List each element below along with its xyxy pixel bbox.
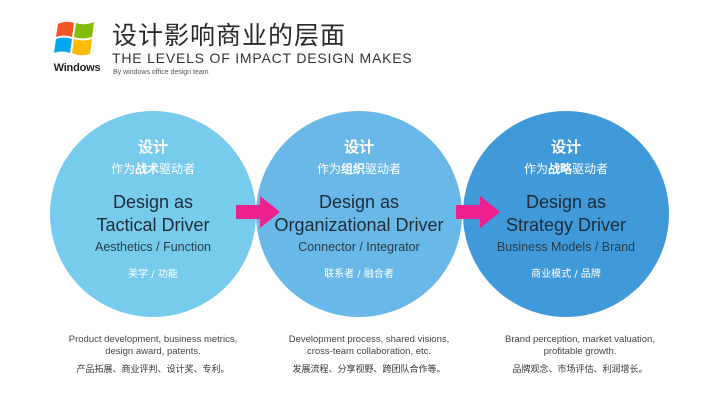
role-prefix: 作为	[316, 162, 341, 176]
description-cn: 发展流程、分享视野、跨团队合作等。	[292, 365, 446, 375]
circle-role: 作为组织驱动者	[256, 160, 462, 177]
circle-subtitle-cn: 联系者 / 融合者	[324, 269, 394, 280]
description-cn: 产品拓展、商业评判、设计奖、专利。	[76, 365, 230, 375]
circle-heading: Design as Organizational Driver	[274, 192, 444, 235]
description-en: Brand perception, market valuation, prof…	[505, 334, 655, 357]
circle-subtitle: Aesthetics / Function	[94, 240, 212, 254]
page-subtitle: THE LEVELS OF IMPACT DESIGN MAKES	[112, 50, 413, 66]
right-arrow-icon	[456, 196, 500, 228]
circle-subtitle-cn: 美学 / 功能	[128, 269, 178, 280]
role-keyword: 战术	[134, 162, 159, 176]
tactical-driver-circle: 设计 作为战术驱动者 Design as Tactical Driver Aes…	[50, 111, 256, 317]
circle-subtitle: Connector / Integrator	[298, 240, 420, 254]
circle-title: 设计	[550, 138, 581, 156]
role-prefix: 作为	[110, 162, 135, 176]
role-suffix: 驱动者	[365, 162, 402, 176]
circle-subtitle: Business Models / Brand	[496, 240, 636, 254]
right-arrow-icon	[236, 196, 280, 228]
organizational-driver-circle: 设计 作为组织驱动者 Design as Organizational Driv…	[256, 111, 462, 317]
circle-heading: Design as Strategy Driver	[505, 192, 627, 235]
circle-heading: Design as Tactical Driver	[96, 192, 210, 235]
circle-role: 作为战术驱动者	[50, 160, 256, 177]
description-en: Development process, shared visions, cro…	[288, 334, 450, 357]
description-cn: 品牌观念、市场评估、利润增长。	[512, 365, 648, 375]
page-title: 设计影响商业的层面	[112, 21, 347, 50]
logo-text: Windows	[53, 62, 101, 74]
windows-flag-icon	[54, 21, 94, 56]
byline: By windows office design team	[113, 69, 209, 76]
role-keyword: 战略	[547, 162, 572, 176]
circle-subtitle-cn: 商业模式 / 品牌	[531, 269, 601, 280]
circle-role: 作为战略驱动者	[463, 160, 669, 177]
role-keyword: 组织	[340, 162, 365, 176]
windows-logo: Windows	[46, 18, 106, 74]
role-suffix: 驱动者	[572, 162, 609, 176]
description-en: Product development, business metrics, d…	[68, 334, 238, 357]
organizational-description: Development process, shared visions, cro…	[259, 334, 479, 376]
strategy-description: Brand perception, market valuation, prof…	[470, 334, 690, 376]
circle-title: 设计	[137, 138, 168, 156]
role-prefix: 作为	[523, 162, 548, 176]
tactical-description: Product development, business metrics, d…	[43, 334, 263, 376]
role-suffix: 驱动者	[159, 162, 196, 176]
circle-title: 设计	[343, 138, 374, 156]
